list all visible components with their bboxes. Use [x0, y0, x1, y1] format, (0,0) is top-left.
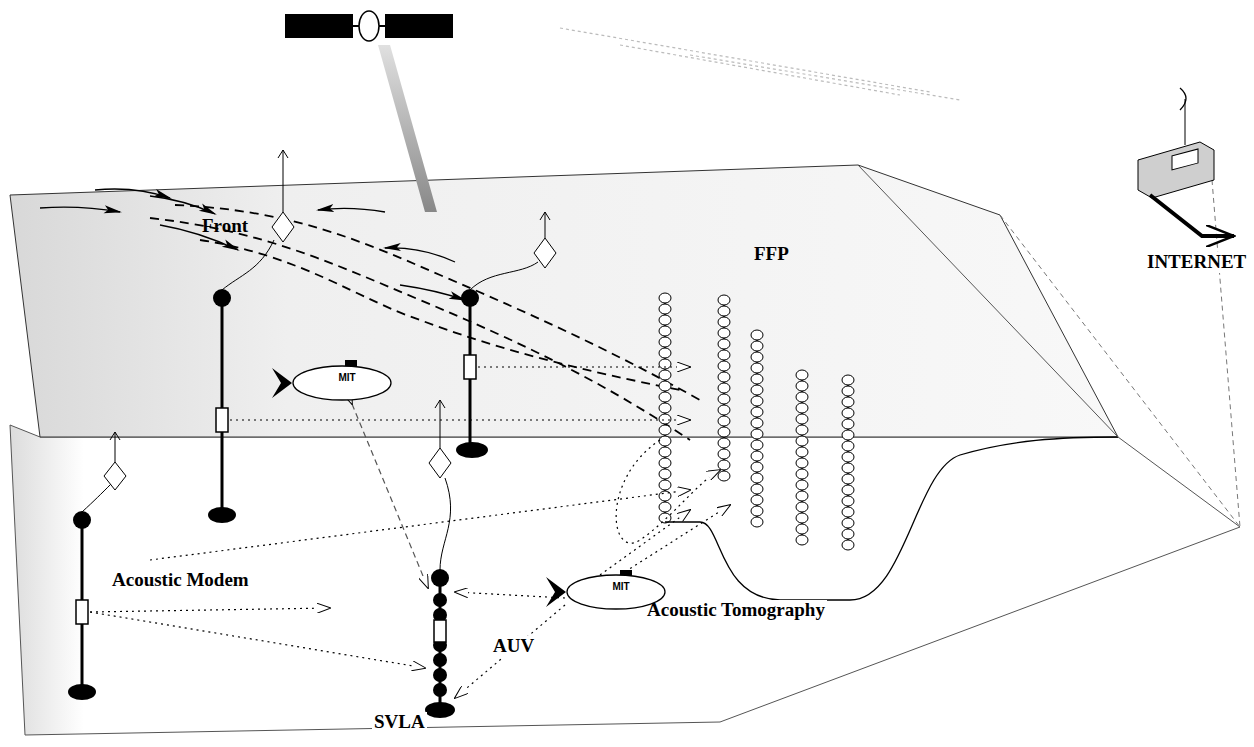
- ffp-cable: [665, 437, 1118, 600]
- front-current: [40, 189, 465, 300]
- plane-edge: [1212, 180, 1240, 527]
- front-label: Front: [200, 216, 250, 237]
- sea-surface: [10, 165, 1118, 437]
- front-lines: [150, 205, 700, 440]
- modem-link: [352, 404, 428, 588]
- mooring: [208, 150, 294, 523]
- array-label: SVLA: [372, 712, 427, 733]
- vehicle-label: AUV: [491, 636, 536, 657]
- auv-hull: MIT: [566, 574, 666, 610]
- sea-volume: [10, 425, 1240, 735]
- link-label: Acoustic Tomography: [645, 600, 827, 621]
- auv-outline: [292, 365, 392, 401]
- vehicle-marking: MIT: [611, 582, 630, 592]
- auv-vehicle: MIT: [292, 365, 392, 401]
- array-label: FFP: [752, 244, 791, 265]
- satellite: [285, 11, 453, 41]
- auv-vehicle: MITAUV: [566, 574, 666, 610]
- auv-hull: MIT: [292, 365, 392, 401]
- auv-fins: [272, 360, 632, 607]
- link-label: Acoustic Modem: [110, 570, 251, 591]
- radio-beam: [378, 45, 437, 212]
- acoustic-link: [90, 367, 730, 698]
- plane-edge: [858, 165, 1118, 437]
- svla-array: [425, 400, 455, 718]
- vehicle-marking: MIT: [337, 373, 356, 383]
- radio-link: [560, 28, 960, 100]
- auv-outline: [566, 574, 666, 610]
- network-label: INTERNET: [1145, 252, 1248, 273]
- mooring: [456, 212, 556, 458]
- mooring: [68, 432, 126, 700]
- shore-station: [1138, 88, 1234, 236]
